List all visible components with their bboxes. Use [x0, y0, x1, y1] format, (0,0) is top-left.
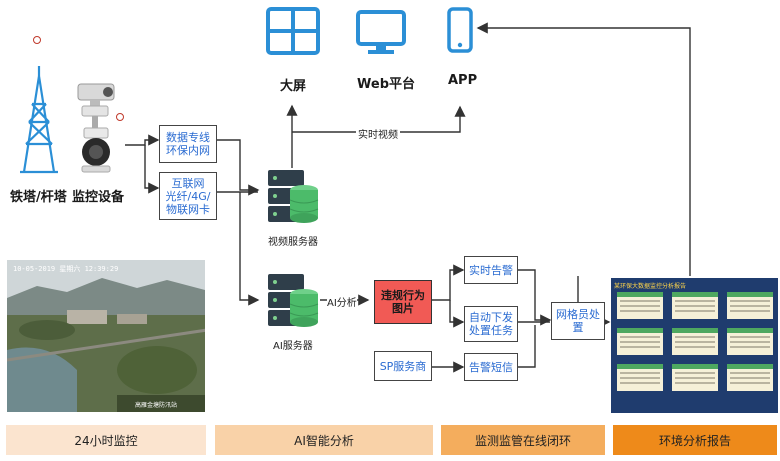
ai-analysis-label: AI分析: [327, 294, 357, 309]
ai-server-icon: [266, 272, 320, 332]
report-card: [617, 328, 663, 355]
private-network-box: 数据专线 环保内网: [159, 125, 217, 163]
photo-timestamp: 10-05-2019 星期六 12:39:29: [13, 265, 119, 273]
signal-dot-icon: [116, 113, 124, 121]
realtime-video-label: 实时视频: [356, 126, 400, 141]
mobile-phone-icon: [447, 7, 473, 53]
internet-network-box: 互联网 光纤/4G/ 物联网卡: [159, 172, 217, 220]
report-card: [672, 292, 718, 319]
signal-dot-icon: [33, 36, 41, 44]
surveillance-photo: 10-05-2019 星期六 12:39:29 高雁金塘防汛站: [7, 260, 205, 412]
bottom-bar-closed-loop: 监测监管在线闭环: [441, 425, 605, 455]
auto-dispatch-task-box: 自动下发 处置任务: [464, 306, 518, 342]
photo-caption: 高雁金塘防汛站: [135, 402, 178, 409]
web-platform-label: Web平台: [357, 77, 415, 92]
sp-provider-box: SP服务商: [374, 351, 432, 381]
ai-server-label: AI服务器: [273, 341, 313, 352]
tower-icon: [18, 60, 60, 180]
report-card: [672, 328, 718, 355]
realtime-alert-box: 实时告警: [464, 256, 518, 284]
bottom-bar-monitoring: 24小时监控: [6, 425, 206, 455]
bottom-bar-report: 环境分析报告: [613, 425, 777, 455]
web-monitor-icon: [356, 10, 406, 56]
grid-member-box: 网格员处 置: [551, 302, 605, 340]
big-screen-icon: [266, 7, 320, 55]
video-server-icon: [266, 168, 320, 228]
violation-image-box: 违规行为 图片: [374, 280, 432, 324]
report-card: [727, 364, 773, 391]
camera-icon: [74, 80, 118, 176]
analysis-report-thumbnail: 某环保大数据监控分析报告: [611, 278, 778, 413]
report-title: 某环保大数据监控分析报告: [614, 283, 687, 290]
tower-label: 铁塔/杆塔: [10, 190, 67, 205]
report-card: [727, 328, 773, 355]
report-card: [727, 292, 773, 319]
app-label: APP: [448, 73, 478, 88]
report-card: [617, 292, 663, 319]
report-card: [672, 364, 718, 391]
sms-alert-box: 告警短信: [464, 353, 518, 381]
report-card: [617, 364, 663, 391]
video-server-label: 视频服务器: [268, 237, 318, 248]
camera-label: 监控设备: [72, 190, 125, 205]
bottom-bar-ai-analysis: AI智能分析: [215, 425, 433, 455]
big-screen-label: 大屏: [280, 79, 307, 94]
